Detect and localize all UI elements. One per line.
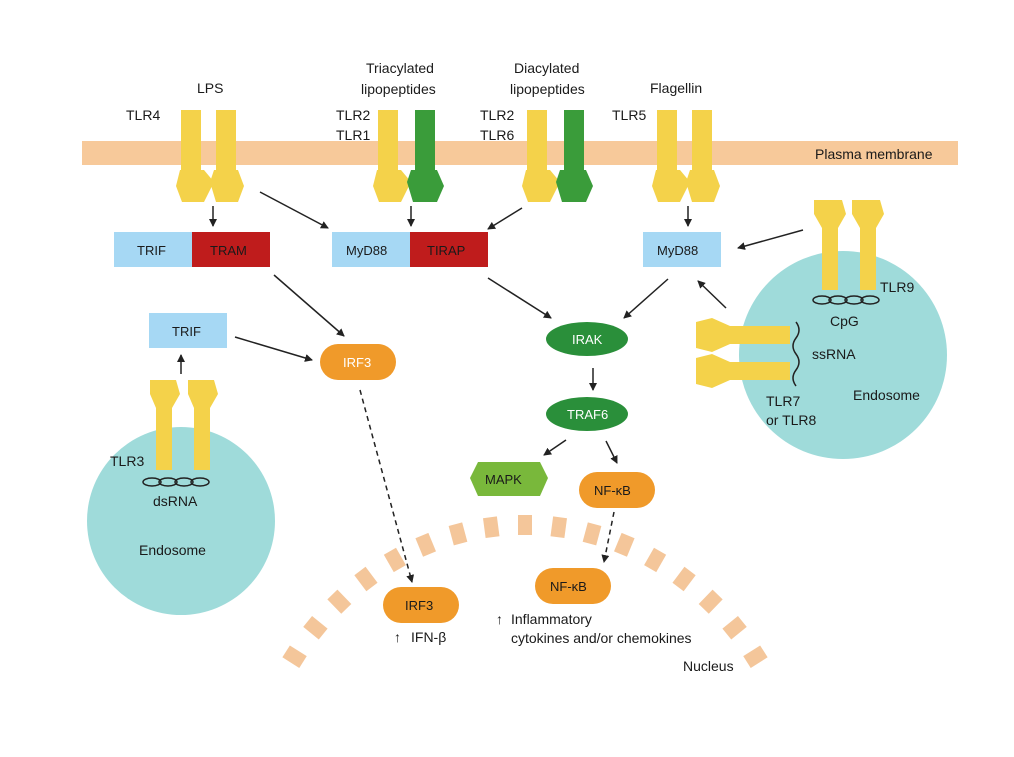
trif-top-label: TRIF	[137, 243, 166, 258]
nucleus-envelope-segment	[282, 645, 307, 669]
tlr9-label: TLR9	[880, 279, 914, 295]
triacylated-label-1: Triacylated	[366, 60, 434, 76]
traf6-pill	[546, 397, 628, 431]
nucleus-envelope-segment	[518, 515, 532, 535]
tlr2-label-a: TLR2	[336, 107, 370, 123]
nucleus-envelope-segment	[672, 566, 696, 592]
nucleus-envelope-segment	[582, 522, 602, 546]
trif-box-left	[149, 313, 227, 348]
nucleus-envelope-segment	[383, 547, 406, 573]
nucleus-envelope-segment	[303, 616, 328, 640]
dsrna-label: dsRNA	[153, 493, 198, 509]
dsrna-icon	[142, 477, 210, 487]
nfkb-nucleus-pill	[535, 568, 611, 604]
nucleus-envelope-segment	[722, 616, 747, 640]
nucleus-envelope-segment	[327, 589, 352, 614]
irf3-nucleus-pill	[383, 587, 459, 623]
ssrna-label: ssRNA	[812, 346, 856, 362]
diacylated-label-2: lipopeptides	[510, 81, 585, 97]
inflammatory-label: Inflammatory	[511, 611, 592, 627]
tlr5-receptor	[652, 110, 720, 202]
nucleus-label: Nucleus	[683, 658, 734, 674]
nfkb-nucleus-label: NF-κB	[550, 579, 587, 594]
nucleus-envelope-segment	[614, 532, 635, 557]
trif-box-top	[114, 232, 192, 267]
cpg-dna-icon	[812, 295, 880, 305]
nfkb-label: NF-κB	[594, 483, 631, 498]
nucleus-envelope-segment	[698, 589, 723, 614]
tlr2-tlr1-receptor	[373, 110, 444, 202]
myd88-box-right	[643, 232, 721, 267]
irak-pill	[546, 322, 628, 356]
tlr9-receptor	[814, 200, 884, 290]
nucleus-envelope-segment	[448, 522, 468, 546]
arrows	[177, 191, 804, 583]
irak-label: IRAK	[572, 332, 603, 347]
tlr4-label: TLR4	[126, 107, 160, 123]
inflammatory-arrow-label: ↑	[496, 611, 503, 627]
trif-left-label: TRIF	[172, 324, 201, 339]
traf6-label: TRAF6	[567, 407, 608, 422]
ifnb-label: IFN-β	[411, 629, 446, 645]
nucleus-envelope	[282, 515, 768, 669]
plasma-membrane-label: Plasma membrane	[815, 146, 933, 162]
nucleus-envelope-segment	[354, 566, 378, 592]
tirap-box	[410, 232, 488, 267]
cytokines-label: cytokines and/or chemokines	[511, 630, 692, 646]
lps-label: LPS	[197, 80, 223, 96]
endosome-right	[739, 251, 947, 459]
irf3-label: IRF3	[343, 355, 371, 370]
nucleus-envelope-segment	[743, 645, 768, 669]
nucleus-envelope-segment	[482, 516, 500, 539]
ssrna-icon	[792, 321, 800, 387]
tlr3-receptor	[150, 380, 218, 470]
tlr5-label: TLR5	[612, 107, 646, 123]
myd88-left-label: MyD88	[346, 243, 387, 258]
irf3-pill	[320, 344, 396, 380]
endosome-left	[87, 427, 275, 615]
endosome-right-label: Endosome	[853, 387, 920, 403]
myd88-right-label: MyD88	[657, 243, 698, 258]
tirap-label: TIRAP	[427, 243, 465, 258]
tlr7-tlr8-receptor	[696, 318, 790, 388]
cpg-label: CpG	[830, 313, 859, 329]
diacylated-label-1: Diacylated	[514, 60, 579, 76]
tlr6-label: TLR6	[480, 127, 514, 143]
nucleus-envelope-segment	[550, 516, 568, 539]
tlr7-label: TLR7	[766, 393, 800, 409]
nucleus-envelope-segment	[644, 547, 667, 573]
tlr2-label-b: TLR2	[480, 107, 514, 123]
or-tlr8-label: or TLR8	[766, 412, 817, 428]
irf3-nucleus-label: IRF3	[405, 598, 433, 613]
mapk-shape	[470, 462, 548, 496]
endosome-left-label: Endosome	[139, 542, 206, 558]
tram-label: TRAM	[210, 243, 247, 258]
myd88-box-left	[332, 232, 410, 267]
nfkb-pill	[579, 472, 655, 508]
nucleus-envelope-segment	[415, 532, 436, 557]
tlr2-tlr6-receptor	[522, 110, 593, 202]
ifnb-arrow-label: ↑	[394, 629, 401, 645]
mapk-label: MAPK	[485, 472, 522, 487]
tlr1-label: TLR1	[336, 127, 370, 143]
tlr4-receptor	[176, 110, 244, 202]
tram-box	[192, 232, 270, 267]
tlr3-label: TLR3	[110, 453, 144, 469]
triacylated-label-2: lipopeptides	[361, 81, 436, 97]
flagellin-label: Flagellin	[650, 80, 702, 96]
